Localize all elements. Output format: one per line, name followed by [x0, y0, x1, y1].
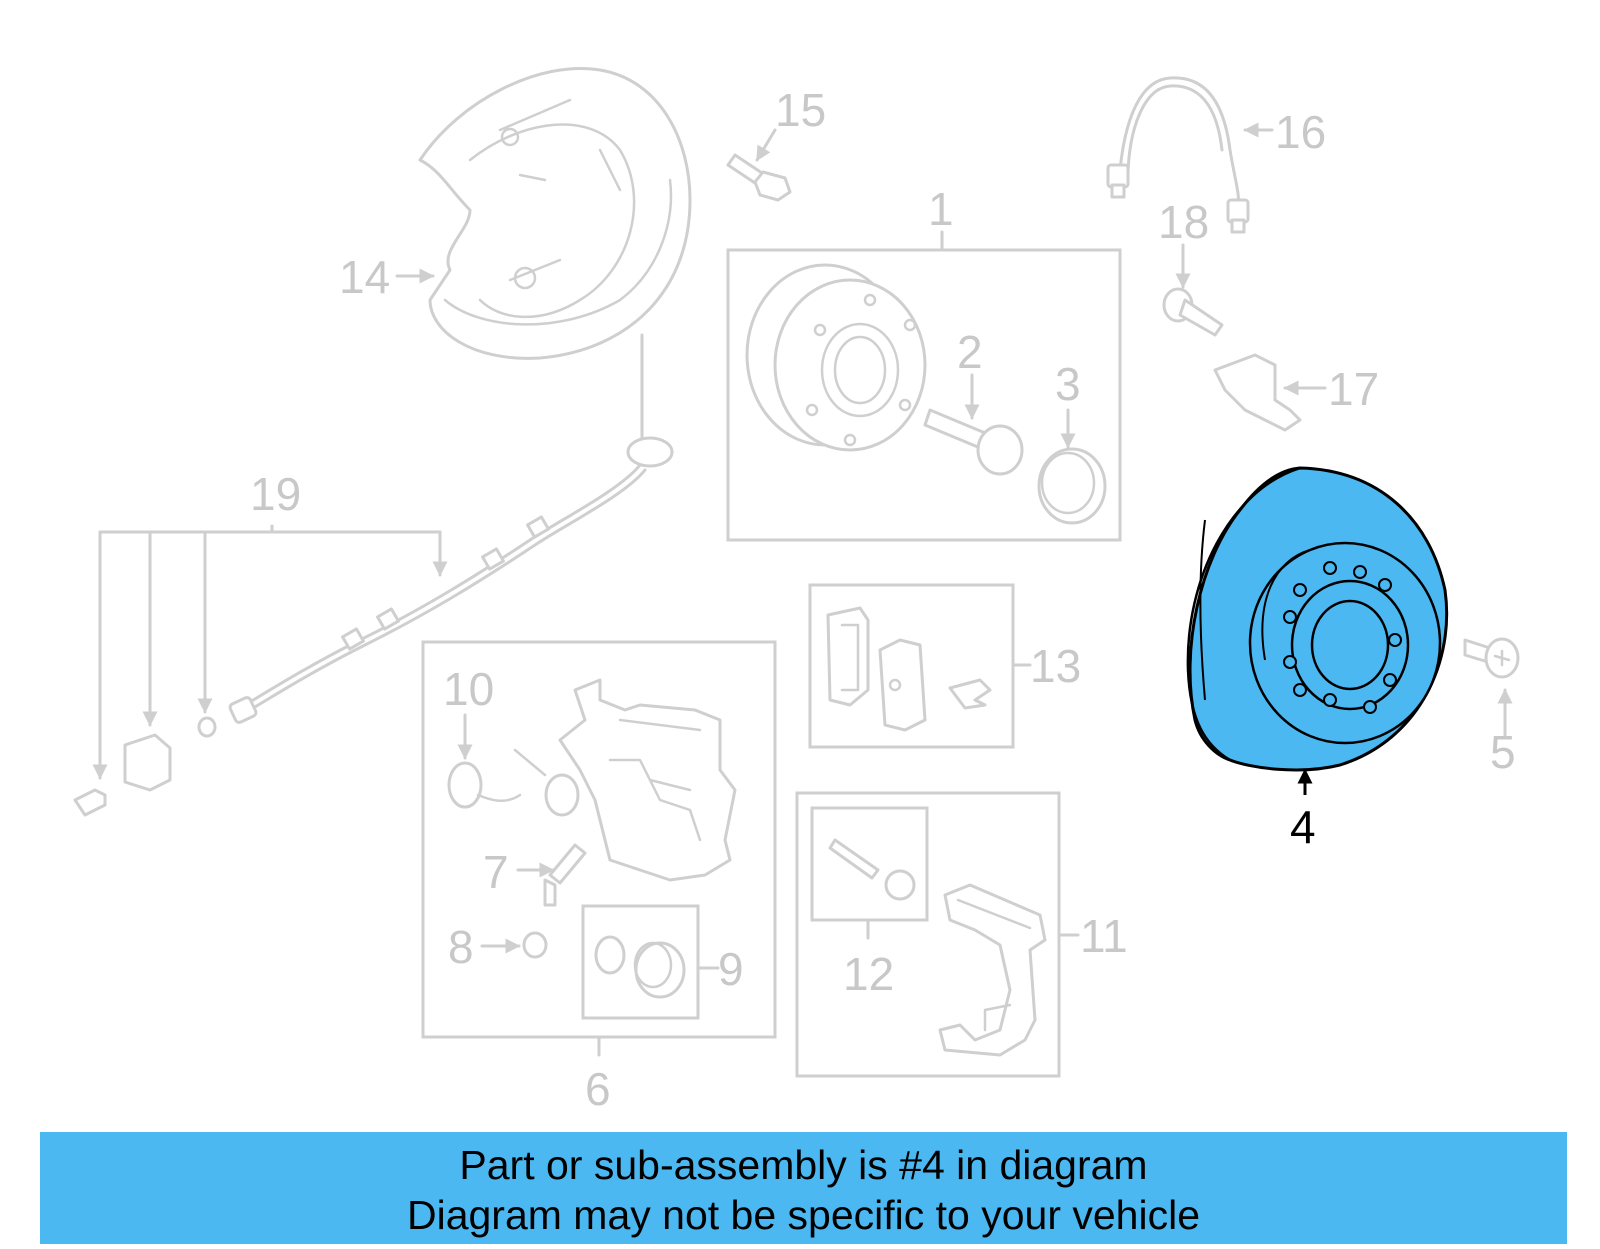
hub-bolt-2-part[interactable] — [923, 408, 1024, 476]
callout-13: 13 — [1030, 640, 1081, 692]
callout-16: 16 — [1275, 106, 1326, 158]
callout-5: 5 — [1490, 726, 1516, 778]
brake-pads-part[interactable] — [826, 606, 992, 732]
caliper-bracket-11-part[interactable] — [938, 883, 1047, 1057]
callout-6: 6 — [585, 1063, 611, 1115]
caliper-part[interactable] — [513, 678, 737, 882]
caption-line-2: Diagram may not be specific to your vehi… — [406, 1192, 1200, 1238]
hub-assembly-box — [726, 248, 1122, 542]
guide-pin-7-part[interactable] — [543, 843, 587, 907]
callout-19: 19 — [250, 468, 301, 520]
guide-pin-kit-12-part[interactable] — [828, 838, 916, 901]
callout-12: 12 — [843, 948, 894, 1000]
seal-kit-9-part[interactable] — [594, 935, 686, 999]
hub-cap-3-part[interactable] — [1037, 447, 1107, 525]
brake-hose-16-part[interactable] — [1106, 76, 1250, 234]
bolt-15-part[interactable] — [726, 153, 792, 202]
callout-10: 10 — [443, 663, 494, 715]
leader-15 — [755, 128, 777, 162]
callout-18: 18 — [1158, 196, 1209, 248]
screw-5-part[interactable] — [1463, 637, 1520, 679]
seal-kit-9-box — [581, 904, 700, 1020]
brake-rotor-4-part[interactable] — [1186, 466, 1449, 772]
callout-3: 3 — [1055, 358, 1081, 410]
callout-7: 7 — [483, 846, 509, 898]
dust-shield-part[interactable] — [418, 67, 692, 360]
sensor-17-part[interactable] — [1213, 353, 1302, 432]
bleeder-screw-10-part[interactable] — [447, 761, 522, 809]
callout-2: 2 — [957, 326, 983, 378]
bolt-18-part[interactable] — [1162, 287, 1224, 337]
callout-9: 9 — [718, 943, 744, 995]
wheel-hub-part[interactable] — [745, 263, 927, 452]
callout-1: 1 — [928, 183, 954, 235]
callout-4: 4 — [1290, 801, 1316, 853]
caption-banner: Part or sub-assembly is #4 in diagram Di… — [40, 1132, 1567, 1244]
callout-15: 15 — [775, 84, 826, 136]
callout-8: 8 — [448, 921, 474, 973]
callout-14: 14 — [339, 251, 390, 303]
cap-8-part[interactable] — [522, 931, 548, 959]
caption-line-1: Part or sub-assembly is #4 in diagram — [459, 1142, 1148, 1188]
abs-sensor-wire-19-part[interactable] — [73, 333, 674, 817]
callout-11: 11 — [1080, 910, 1128, 962]
callout-17: 17 — [1328, 363, 1379, 415]
